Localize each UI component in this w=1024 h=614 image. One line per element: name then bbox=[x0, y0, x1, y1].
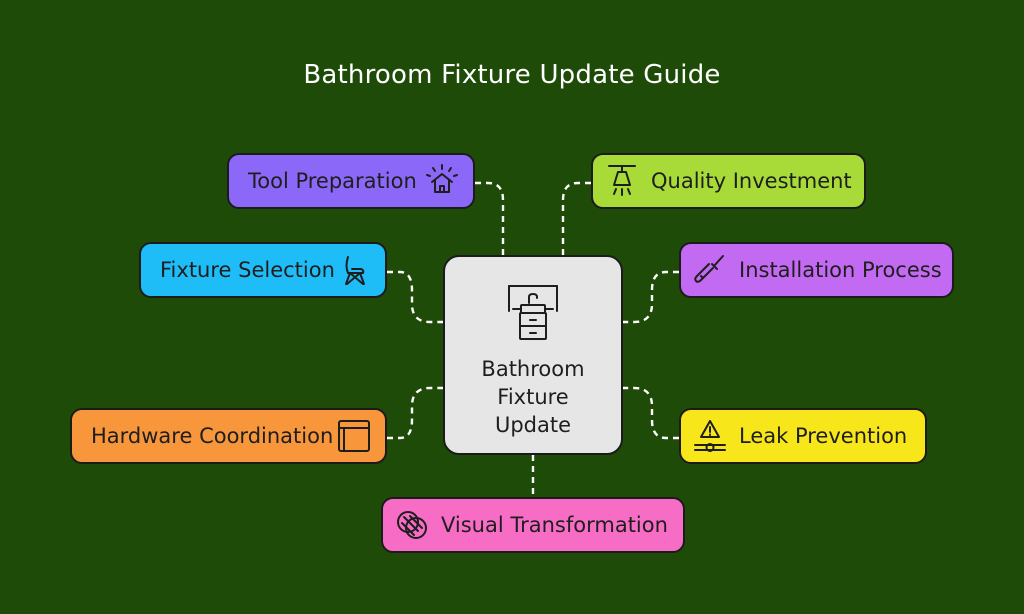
node-label: Hardware Coordination bbox=[91, 424, 334, 448]
connector-installation-process bbox=[623, 270, 679, 324]
node-label: Tool Preparation bbox=[248, 169, 417, 193]
ceiling-lamp-icon bbox=[603, 162, 641, 200]
vanity-sink-icon bbox=[503, 283, 563, 343]
node-label: Fixture Selection bbox=[160, 258, 335, 282]
central-node-label: Bathroom Fixture Update bbox=[481, 357, 585, 437]
central-node: Bathroom Fixture Update bbox=[443, 255, 623, 455]
node-fixture-selection: Fixture Selection bbox=[139, 242, 387, 298]
connector-leak-prevention bbox=[623, 386, 679, 440]
pipe-warning-icon bbox=[691, 417, 729, 455]
window-frame-icon bbox=[335, 417, 373, 455]
connector-fixture-selection bbox=[387, 270, 443, 324]
node-quality-investment: Quality Investment bbox=[591, 153, 866, 209]
node-label: Visual Transformation bbox=[441, 513, 668, 537]
node-leak-prevention: Leak Prevention bbox=[679, 408, 927, 464]
node-label: Leak Prevention bbox=[739, 424, 908, 448]
house-sparkle-icon bbox=[423, 162, 461, 200]
node-label: Installation Process bbox=[739, 258, 942, 282]
connector-tool-preparation bbox=[475, 181, 505, 255]
node-tool-preparation: Tool Preparation bbox=[227, 153, 475, 209]
node-visual-transformation: Visual Transformation bbox=[381, 497, 685, 553]
overlapping-circles-icon bbox=[393, 506, 431, 544]
diagram-title: Bathroom Fixture Update Guide bbox=[303, 60, 721, 90]
node-installation-process: Installation Process bbox=[679, 242, 954, 298]
connector-hardware-coordination bbox=[387, 386, 443, 440]
node-hardware-coordination: Hardware Coordination bbox=[70, 408, 387, 464]
connector-quality-investment bbox=[561, 181, 591, 255]
screwdriver-icon bbox=[691, 251, 729, 289]
node-label: Quality Investment bbox=[651, 169, 852, 193]
chair-icon bbox=[335, 251, 373, 289]
